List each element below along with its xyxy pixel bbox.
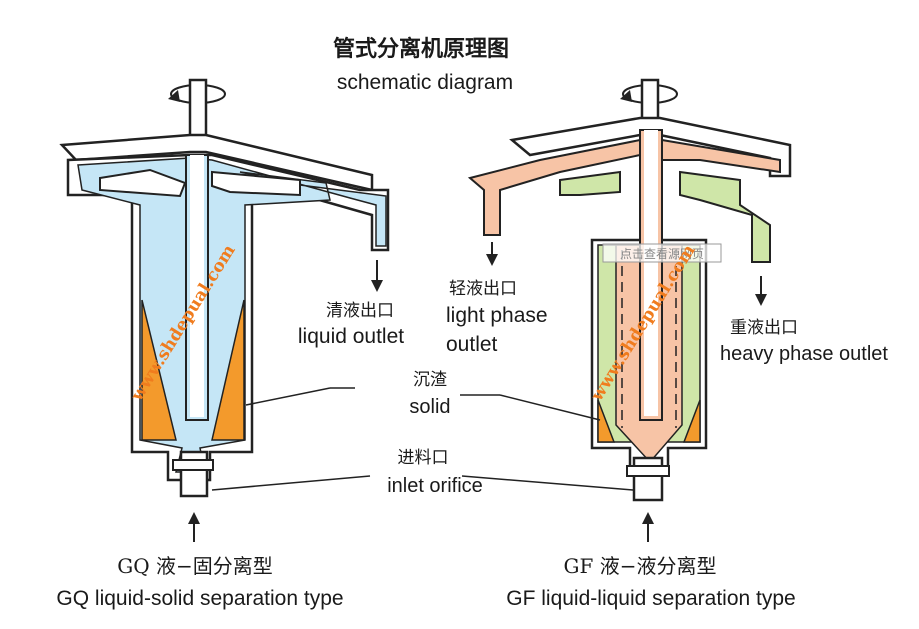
gf-solid-left [597,399,616,443]
gq-separator: www.shdepual.com [59,78,390,542]
label-inlet-en: inlet orifice [387,475,483,497]
label-solid-en: solid [409,396,450,418]
caption-gq-cn: GQ 液−固分离型 [117,554,273,578]
gf-solid-right [682,399,701,443]
gq-solid-left [141,299,177,441]
gf-separator: 点击查看源网页 www.shdepual.com [467,78,792,542]
gq-shaft [188,78,208,140]
watermark-stamp-box [602,243,722,263]
caption-gf-cn: GF 液−液分离型 [564,554,717,578]
gf-heavy-outlet-arrow-icon [755,276,767,306]
title-cn: 管式分离机原理图 [333,36,509,62]
label-heavy-outlet-en: heavy phase outlet [720,343,888,365]
label-light-outlet-en-2: outlet [446,333,498,356]
label-liquid-outlet-cn: 清液出口 [326,301,394,321]
label-light-outlet-cn: 轻液出口 [449,279,517,299]
gq-solid-right [211,299,245,441]
label-inlet-cn: 进料口 [398,448,449,468]
gf-heavy-channel-right [679,170,771,263]
gq-outlet-arrow-icon [371,260,383,292]
leader-lines [211,387,634,491]
gq-inlet [179,450,209,498]
caption-gq-en: GQ liquid-solid separation type [56,587,343,610]
gf-light-channel [467,138,641,236]
label-solid-cn: 沉渣 [413,370,447,390]
label-liquid-outlet-en: liquid outlet [298,325,404,348]
gf-light-outlet-arrow-icon [486,242,498,266]
watermark-stamp: 点击查看源网页 [620,247,704,261]
caption-gf-en: GF liquid-liquid separation type [506,587,796,610]
gf-inlet [632,456,664,502]
label-light-outlet-en-1: light phase [446,304,548,327]
gq-inlet-arrow-icon [188,512,200,542]
gf-heavy-channel-left [559,170,621,196]
label-heavy-outlet-cn: 重液出口 [730,318,798,338]
gf-inlet-arrow-icon [642,512,654,542]
title-en: schematic diagram [337,71,513,94]
